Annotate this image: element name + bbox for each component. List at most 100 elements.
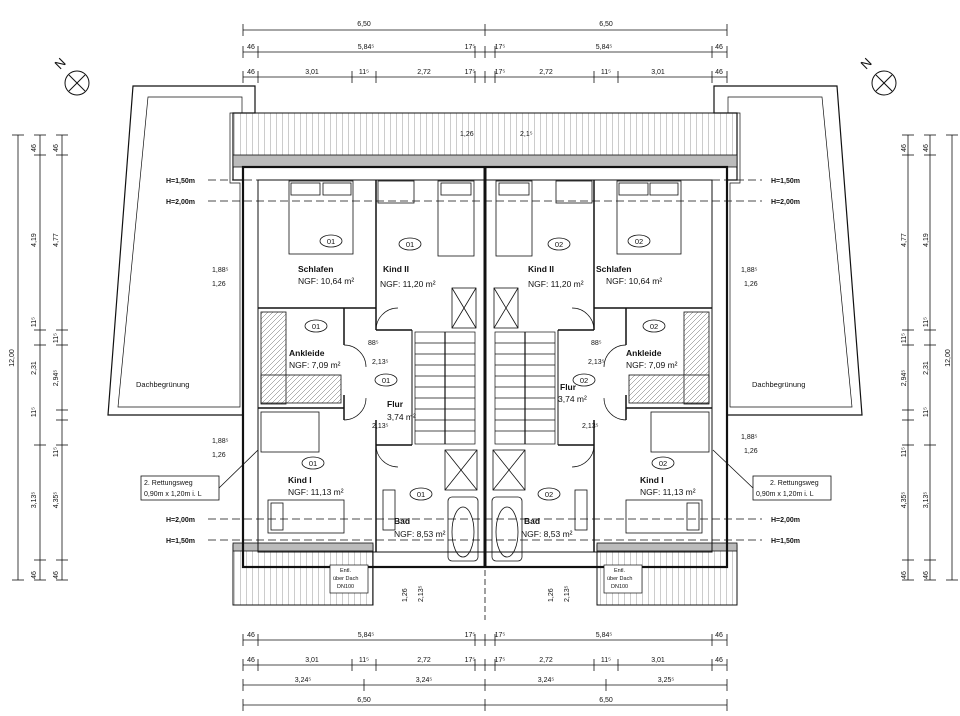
room-flur-right: Flur [560,382,577,392]
dim-v-435: 4,35⁵ [53,492,60,509]
height-label-150: H=1,50m [166,538,195,545]
eaves-bottom-right [596,542,738,552]
escape-route-title: 2. Rettungsweg [770,480,819,487]
right-vertical-dimensions [902,134,958,581]
room-flur-area: 3,74 m² [387,412,416,422]
dim-total-height: 12,00 [945,349,952,367]
vent-label: DN100 [611,584,628,590]
dim-door-2135: 2,13⁵ [588,359,605,366]
dim-door-2135: 2,13⁵ [372,423,389,430]
dim-door-885: 88⁵ [591,340,602,347]
dim-v-115: 11⁵ [923,407,930,417]
unit-tag: 01 [406,240,414,249]
dim-126: 1,26 [402,588,409,602]
height-label-200: H=2,00m [166,199,195,206]
room-kind2-left: Kind II [383,264,409,274]
dim-v-419: 4,19 [923,233,930,247]
dim-total-height: 12,00 [9,349,16,367]
north-arrow-icon [64,70,90,96]
dim-301: 3,01 [651,69,665,76]
room-ankleide-right: Ankleide [626,348,662,358]
dim-272: 2,72 [539,657,553,664]
dim-115: 11⁵ [359,657,369,664]
staircase-right [494,331,556,445]
shower [444,449,478,491]
dim-wall-46: 46 [247,657,255,664]
dim-v-46: 46 [901,571,908,579]
dim-584: 5,84⁵ [596,44,613,51]
unit-tag: 02 [580,376,588,385]
room-kind2-right: Kind II [528,264,554,274]
left-vertical-dimensions [12,134,68,581]
dim-wall-46: 46 [247,44,255,51]
height-label-200: H=2,00m [166,517,195,524]
dim-v-231: 2,31 [923,361,930,375]
dim-2135: 2,13⁵ [564,585,571,602]
room-bad-right: Bad [524,516,540,526]
desk [650,411,710,453]
shower [451,287,477,329]
bathtub [447,496,479,562]
dim-v-115: 11⁵ [31,317,38,327]
dim-584: 5,84⁵ [358,44,375,51]
vent-label: über Dach [607,576,632,582]
desk [377,180,415,204]
double-bed [288,180,354,255]
height-label-200: H=2,00m [771,199,800,206]
dim-v-2945: 2,94⁵ [901,370,908,387]
dim-v-46: 46 [31,571,38,579]
dim-window-1885: 1,88⁵ [212,438,229,445]
height-label-200: H=2,00m [771,517,800,524]
unit-tag: 02 [650,322,658,331]
dim-584: 5,84⁵ [596,632,613,639]
dim-window-126: 1,26 [212,452,226,459]
dim-175: 17⁵ [495,69,506,76]
dim-overall-right: 6,50 [599,697,613,704]
dim-door-2135: 2,13⁵ [582,423,599,430]
dim-v-46: 46 [923,144,930,152]
dim-window-126: 1,26 [744,448,758,455]
dim-175: 17⁵ [495,44,506,51]
unit-tag: 02 [555,240,563,249]
eaves-bottom-left [232,542,374,552]
dim-wall-46: 46 [247,632,255,639]
unit-tag: 01 [327,237,335,246]
dim-window-1885: 1,88⁵ [741,267,758,274]
dim-175: 17⁵ [465,632,476,639]
eaves-top [232,154,738,168]
dim-wall-46: 46 [715,69,723,76]
dim-301: 3,01 [305,69,319,76]
height-lines [208,179,762,541]
dim-v-419: 4,19 [31,233,38,247]
dim-wall-46: 46 [715,632,723,639]
room-bad-area: NGF: 8,53 m² [394,529,446,539]
dim-v-46: 46 [901,144,908,152]
top-dimensions [242,24,728,83]
dim-window-1885: 1,88⁵ [741,434,758,441]
dim-overall-right: 6,50 [599,21,613,28]
room-schlafen-left: Schlafen [298,264,333,274]
double-bed [616,180,682,255]
room-schlafen-area: NGF: 10,64 m² [298,276,354,286]
unit-tag: 01 [309,459,317,468]
furniture-right [491,180,710,562]
dim-115: 11⁵ [359,69,369,76]
dim-301: 3,01 [651,657,665,664]
dim-3245: 3,24⁵ [295,677,312,684]
unit-tags-right [537,234,675,501]
dim-v-115: 11⁵ [923,317,930,327]
green-roof-label: Dachbegrünung [752,380,805,389]
unit-tags-left [301,234,433,501]
staircase-left [414,331,476,445]
north-label: N [858,55,875,72]
dim-v-46: 46 [923,571,930,579]
dim-window-1885: 1,88⁵ [212,267,229,274]
room-flur-area: 3,74 m² [558,394,587,404]
dim-v-46: 46 [53,571,60,579]
dim-2135: 2,13⁵ [418,585,425,602]
room-kind2-area: NGF: 11,20 m² [380,279,436,289]
vent-label: über Dach [333,576,358,582]
dim-301: 3,01 [305,657,319,664]
dim-v-46: 46 [31,144,38,152]
vent-box-left [329,564,369,594]
